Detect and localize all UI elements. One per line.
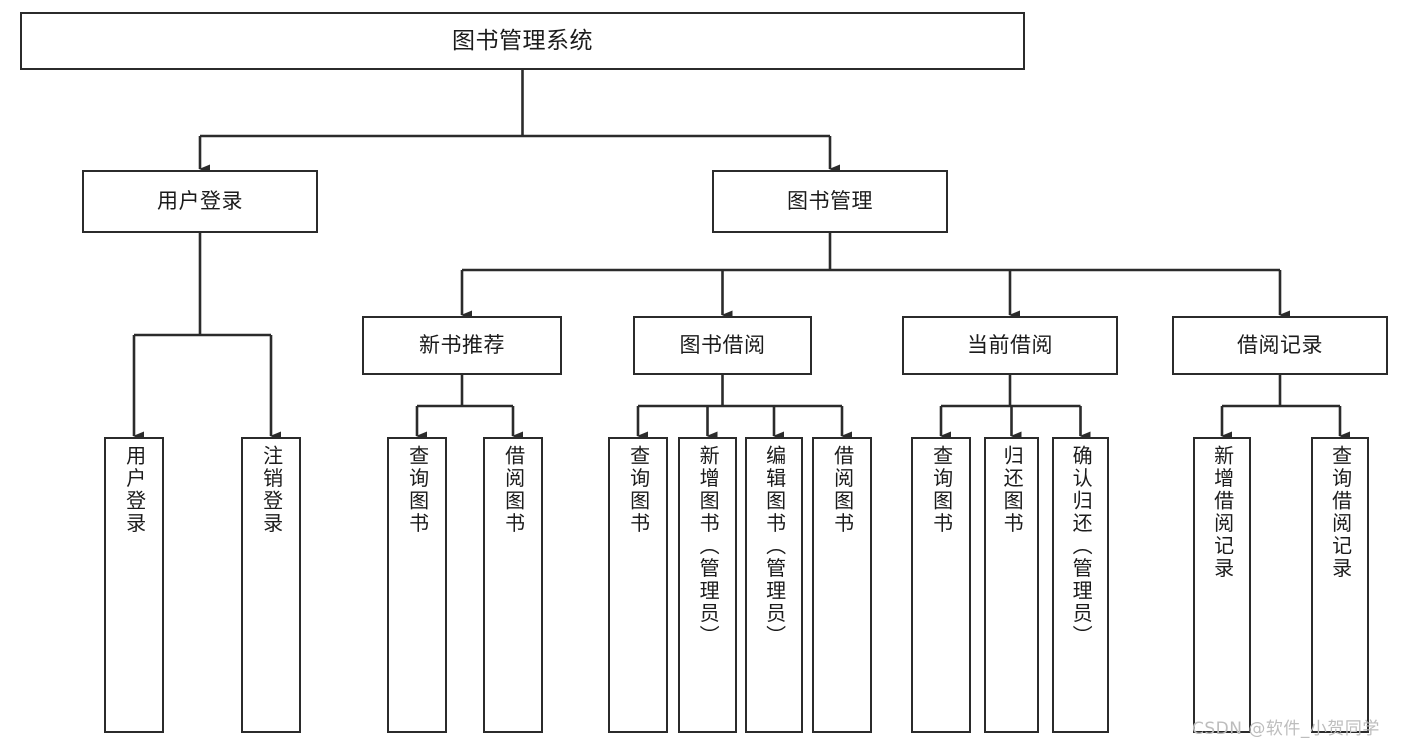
leaf-recommend-borrow-book[interactable]: 借阅图书 [483, 437, 543, 733]
node-label: 图书借阅 [679, 333, 766, 358]
leaf-current-return-book[interactable]: 归还图书 [984, 437, 1039, 733]
leaf-user-logout[interactable]: 注销登录 [241, 437, 301, 733]
leaf-borrow-edit-book-admin[interactable]: 编辑图书（管理员） [745, 437, 803, 733]
node-label: 借阅记录 [1237, 333, 1323, 358]
node-new-book-recommend[interactable]: 新书推荐 [362, 316, 562, 375]
leaf-recommend-query-book[interactable]: 查询图书 [387, 437, 447, 733]
node-label: 借阅图书 [501, 445, 526, 535]
node-borrow-record[interactable]: 借阅记录 [1172, 316, 1388, 375]
node-root-system[interactable]: 图书管理系统 [20, 12, 1025, 70]
node-label: 当前借阅 [967, 333, 1053, 358]
node-label: 图书管理 [787, 189, 873, 214]
node-book-borrow[interactable]: 图书借阅 [633, 316, 812, 375]
node-label: 查询借阅记录 [1328, 445, 1353, 580]
node-label: 查询图书 [626, 445, 651, 535]
leaf-record-query-borrow-record[interactable]: 查询借阅记录 [1311, 437, 1369, 733]
node-label: 确认归还（管理员） [1069, 445, 1094, 648]
csdn-watermark: CSDN @软件_小贺同学 [1192, 719, 1380, 739]
node-label: 编辑图书（管理员） [762, 445, 787, 648]
node-label: 归还图书 [1000, 445, 1025, 535]
node-book-management[interactable]: 图书管理 [712, 170, 948, 233]
leaf-current-confirm-return-admin[interactable]: 确认归还（管理员） [1052, 437, 1109, 733]
leaf-borrow-query-book[interactable]: 查询图书 [608, 437, 668, 733]
node-label: 查询图书 [405, 445, 430, 535]
node-label: 查询图书 [929, 445, 954, 535]
node-label: 用户登录 [157, 189, 243, 214]
node-label: 借阅图书 [830, 445, 855, 535]
node-label: 新增图书（管理员） [696, 445, 721, 648]
node-current-borrow[interactable]: 当前借阅 [902, 316, 1118, 375]
leaf-borrow-add-book-admin[interactable]: 新增图书（管理员） [678, 437, 737, 733]
leaf-current-query-book[interactable]: 查询图书 [911, 437, 971, 733]
leaf-user-login[interactable]: 用户登录 [104, 437, 164, 733]
node-user-login[interactable]: 用户登录 [82, 170, 318, 233]
node-label: 注销登录 [259, 445, 284, 535]
leaf-borrow-lend-book[interactable]: 借阅图书 [812, 437, 872, 733]
node-label: 新书推荐 [419, 333, 505, 358]
node-label: 用户登录 [122, 445, 147, 535]
leaf-record-add-borrow-record[interactable]: 新增借阅记录 [1193, 437, 1251, 733]
node-label: 新增借阅记录 [1210, 445, 1235, 580]
node-label: 图书管理系统 [452, 27, 593, 54]
